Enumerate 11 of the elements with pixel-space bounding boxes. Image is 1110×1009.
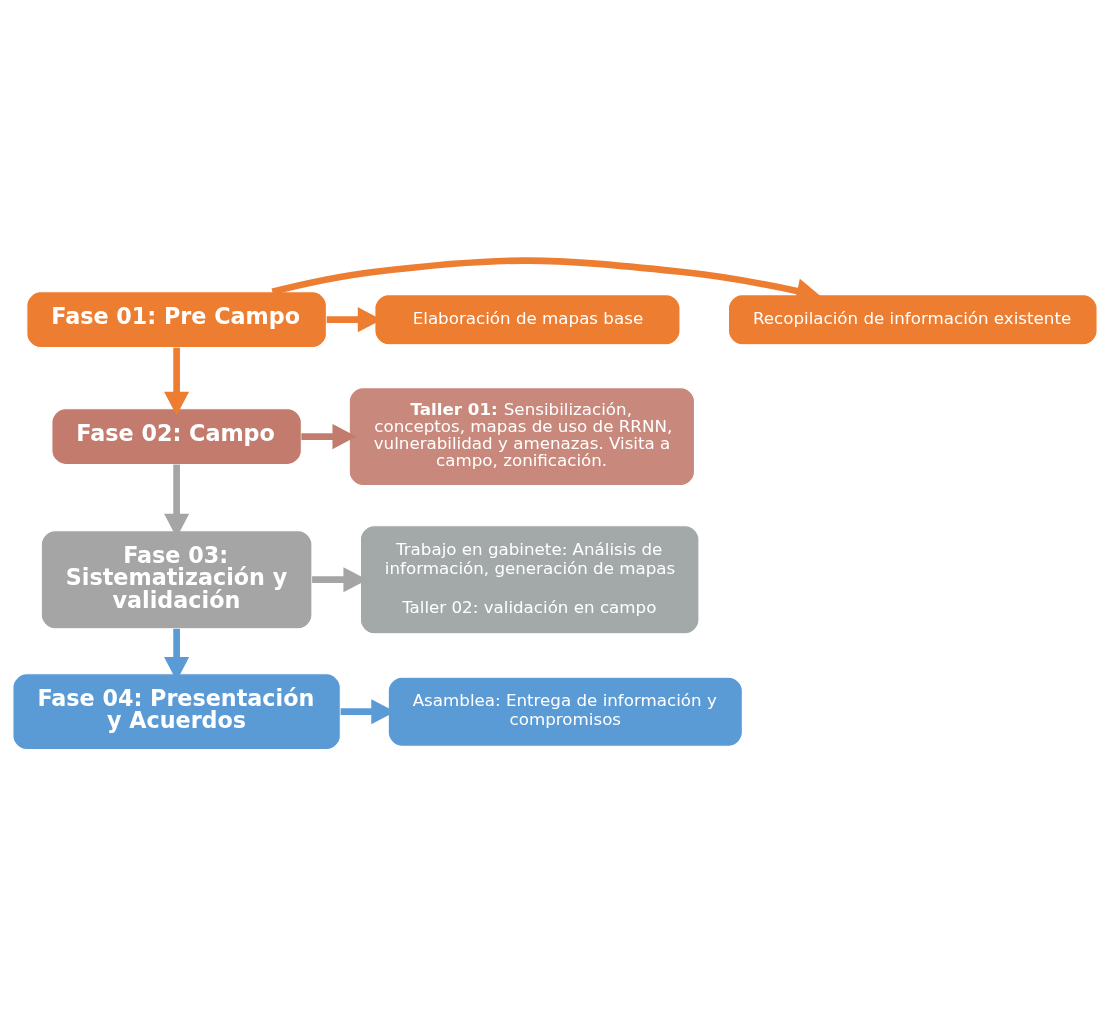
node-box: Taller 01: Sensibilización, conceptos, mapas de uso de RRNN, vulnerabilidad y amenazas. Visita a campo, zonificación. bbox=[348, 386, 696, 486]
node-box: Elaboración de mapas base bbox=[374, 293, 681, 345]
node-box: Fase 01: Pre Campo bbox=[26, 290, 327, 348]
node-box: Fase 02: Campo bbox=[51, 407, 302, 465]
node-box: Fase 04: Presentación y Acuerdos bbox=[12, 672, 341, 750]
node-box: Recopilación de información existente bbox=[727, 293, 1098, 345]
node-box: Trabajo en gabinete: Análisis de información, generación de mapas Taller 02: validación en campo bbox=[359, 524, 700, 634]
node-box: Fase 03: Sistematización y validación bbox=[40, 529, 313, 629]
node-box: Asamblea: Entrega de información y compromisos bbox=[387, 676, 743, 747]
arrow bbox=[301, 423, 357, 449]
arrow bbox=[164, 347, 190, 416]
